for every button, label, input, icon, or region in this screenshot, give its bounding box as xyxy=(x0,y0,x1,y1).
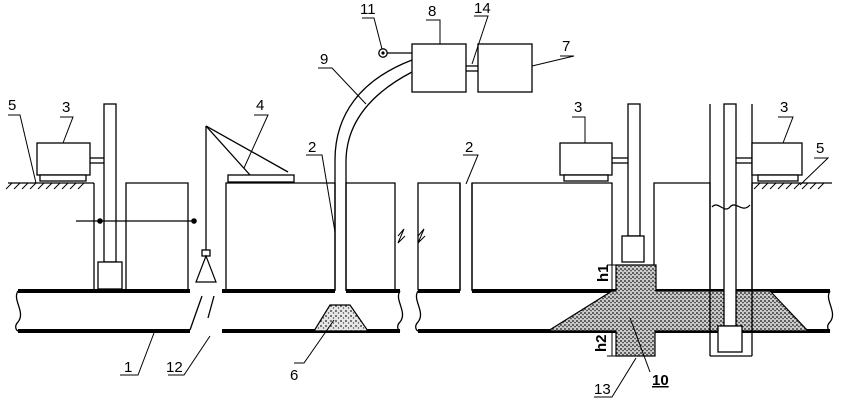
label-1: 1 xyxy=(124,359,132,376)
label-11: 11 xyxy=(360,1,376,18)
crane-4 xyxy=(195,125,295,283)
label-2-left: 2 xyxy=(308,139,316,156)
label-5-right: 5 xyxy=(816,140,824,157)
dimension-marks xyxy=(607,264,617,357)
machine-3-left xyxy=(36,142,91,182)
pipe-2-right xyxy=(459,183,473,291)
machine-3-middle xyxy=(559,142,613,182)
connector-14 xyxy=(466,65,478,72)
machine-3-right xyxy=(751,142,803,182)
label-3-right: 3 xyxy=(780,99,788,116)
label-12: 12 xyxy=(166,359,183,376)
left-rod xyxy=(90,103,123,290)
label-13: 13 xyxy=(594,381,611,398)
level-line xyxy=(76,218,197,224)
middle-right-rod xyxy=(612,103,645,263)
equipment-7 xyxy=(477,43,533,93)
grout-mass-10 xyxy=(545,264,810,357)
label-3-middle: 3 xyxy=(574,99,582,116)
label-4: 4 xyxy=(256,97,264,114)
ground-surface-right xyxy=(752,182,832,190)
label-3-left: 3 xyxy=(62,99,70,116)
label-5-left: 5 xyxy=(8,97,16,114)
label-h1: h1 xyxy=(595,264,612,282)
pipe-12 xyxy=(189,295,215,331)
grout-pile-6 xyxy=(312,304,370,332)
label-6: 6 xyxy=(290,367,298,384)
grouting-pipe-2 xyxy=(334,59,413,291)
leader-lines xyxy=(8,15,830,398)
label-10: 10 xyxy=(652,372,669,389)
label-8: 8 xyxy=(428,3,436,20)
label-9: 9 xyxy=(320,51,328,68)
label-h2: h2 xyxy=(593,334,610,352)
ground-surface-left xyxy=(5,182,94,190)
break-marks xyxy=(397,228,426,244)
label-14: 14 xyxy=(474,0,491,17)
label-group: 1 2 2 3 3 3 4 5 5 6 7 8 9 10 11 12 13 14… xyxy=(8,0,824,398)
equipment-8 xyxy=(411,43,467,93)
label-7: 7 xyxy=(562,38,570,55)
label-2-right: 2 xyxy=(465,139,473,156)
gauge-11 xyxy=(378,48,412,58)
